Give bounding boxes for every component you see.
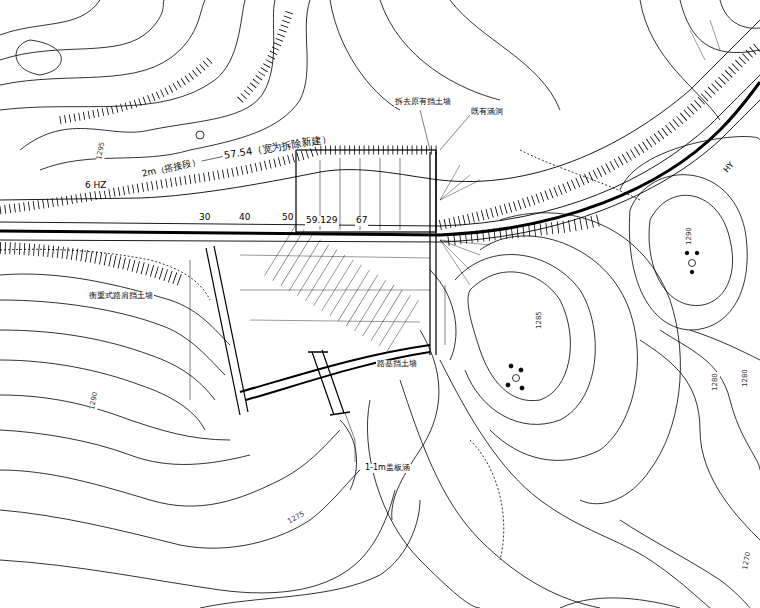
annotation-text: 1-1m盖板涵 xyxy=(364,464,411,473)
contour-elevation: 1280 xyxy=(742,368,750,388)
annotation-text: 2m（搭接段） xyxy=(140,157,202,179)
annotation-text: 59.129 xyxy=(305,216,339,226)
annotation-text: 既有涵洞 xyxy=(470,108,504,117)
annotation-text: 拆去原有挡土墙 xyxy=(394,98,452,107)
contour-elevation: 1290 xyxy=(686,226,694,246)
annotation-text: 50 xyxy=(281,213,294,223)
annotation-text: HY xyxy=(722,160,737,176)
annotation-text: 40 xyxy=(238,213,251,223)
annotation-text: 6 HZ xyxy=(84,181,108,191)
annotation-text: 路基挡土墙 xyxy=(376,360,418,369)
annotation-text: 衡重式路肩挡土墙 xyxy=(88,292,154,301)
contour-elevation: 1280 xyxy=(712,372,720,392)
annotation-text: 67 xyxy=(355,216,368,226)
contour-elevation: 1290 xyxy=(89,390,100,411)
contour-elevation: 1270 xyxy=(742,550,753,571)
contour-elevation: 1285 xyxy=(536,310,544,330)
annotation-text: 30 xyxy=(198,213,211,223)
annotation-text: 57.54（宽为拆除新建） xyxy=(222,133,333,161)
